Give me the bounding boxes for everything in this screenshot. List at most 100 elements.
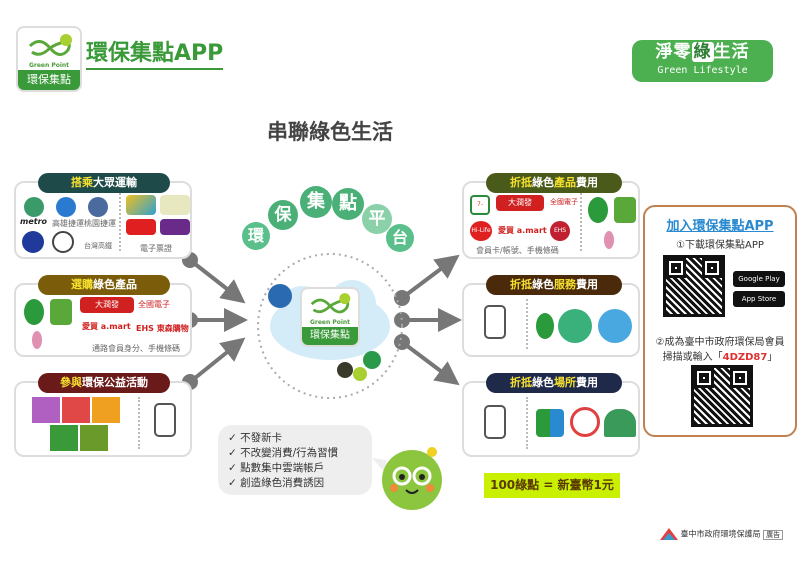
amart-logo: 愛買 a.mart [498, 226, 547, 235]
tra-logo [22, 231, 44, 253]
phone-scan-icon [154, 403, 176, 437]
taiwan-eco-icon [32, 331, 42, 349]
tk3c-logo: 全國電子 [138, 300, 170, 309]
panel-redeem-services: 折抵綠色服務費用 [462, 275, 640, 357]
panel-title-rest: 綠色產品 [93, 278, 137, 291]
bicycle-icon [558, 309, 592, 343]
benefit-item: ✓ 不發新卡 [228, 432, 283, 444]
panel-title-c: 費用 [576, 278, 598, 291]
panel-title-a: 折抵 [510, 278, 532, 291]
tk3c-logo: 全國電子 [550, 198, 578, 206]
divider [526, 397, 528, 449]
tymetro-logo [88, 197, 108, 217]
badge-subtitle: Green Lifestyle [657, 65, 748, 76]
logo-english: Green Point [309, 319, 351, 326]
step2-suffix: 」 [767, 352, 778, 363]
arrow-left-1 [188, 258, 246, 304]
panel-title-highlight: 搭乘 [71, 176, 93, 189]
panel-redeem-products: 折抵綠色產品費用 7-ELEVEn 大潤發 全國電子 Hi-Life 愛買 a.… [462, 173, 640, 259]
panel-title-c: 費用 [576, 176, 598, 189]
panel-title-b: 綠色 [532, 278, 554, 291]
arrow-dot [394, 290, 410, 306]
divider [580, 193, 582, 251]
rt-mart-logo: 大潤發 [80, 297, 134, 313]
green-mark-icon [24, 299, 44, 325]
seven-eleven-logo: 7-ELEVEn [470, 195, 490, 215]
panel-title-a: 折抵 [510, 376, 532, 389]
panel-title: 折抵綠色產品費用 [486, 173, 622, 193]
panel-title: 折抵綠色服務費用 [486, 275, 622, 295]
green-lifestyle-badge: 淨零綠生活 Green Lifestyle [632, 40, 773, 82]
arrow-left-3 [188, 337, 246, 384]
ad-tag: 廣告 [763, 529, 784, 540]
badge-text-c: 生活 [713, 42, 750, 62]
ehs-logo: EHS 東森購物 [136, 324, 189, 333]
panel-title-c: 費用 [576, 376, 598, 389]
green-mark-icon [588, 197, 608, 223]
app-store-button[interactable]: App Store [733, 291, 785, 307]
benefit-item: ✓ 創造綠色消費誘因 [228, 477, 325, 489]
mini-logo-icon [337, 362, 353, 378]
step2-text: ②成為臺中市政府環保局會員 [655, 337, 785, 348]
panel-title-highlight: 服務 [554, 278, 576, 291]
panel-title-highlight: 選購 [71, 278, 93, 291]
building-icon [598, 309, 632, 343]
mini-logo-icon [363, 351, 381, 369]
download-qr-code[interactable] [663, 255, 725, 317]
activity-tile [32, 397, 60, 423]
logo-english: Green Point [28, 62, 70, 69]
infinity-leaf-icon [28, 34, 72, 56]
panel-eco-activities: 參與環保公益活動 [14, 373, 192, 457]
taiwan-eco-icon [604, 231, 614, 249]
happycash-icon [160, 219, 190, 235]
venue-logo-icon [536, 409, 564, 437]
google-play-button[interactable]: Google Play [733, 271, 785, 287]
panel-title: 折抵綠色場所費用 [486, 373, 622, 393]
panel-title-rest: 環保公益活動 [82, 376, 148, 389]
divider [526, 299, 528, 349]
phone-scan-icon [484, 405, 506, 439]
member-qr-code[interactable] [691, 365, 753, 427]
benefit-item: ✓ 點數集中雲端帳戶 [228, 462, 325, 474]
metro-logo [24, 197, 44, 217]
exchange-rate-label: 100綠點 = 新臺幣1元 [484, 473, 620, 498]
panel-title-b: 綠色 [532, 176, 554, 189]
ipass-icon [160, 195, 190, 215]
step1-text: ①下載環保集點APP [676, 240, 764, 251]
panel-green-products: 選購綠色產品 大潤發 全國電子 愛買 a.mart EHS 東森購物 通路會員身… [14, 275, 192, 357]
activity-tile [50, 425, 78, 451]
amart-logo: 愛買 a.mart [82, 322, 131, 331]
join-title[interactable]: 加入環保集點APP [666, 219, 774, 234]
green-point-logo: Green Point 環保集點 [16, 26, 82, 92]
tymetro-label: 桃園捷運 [84, 219, 116, 228]
app-title: 環保集點APP [86, 40, 224, 70]
benefits-bubble: ✓ 不發新卡 ✓ 不改變消費/行為習慣 ✓ 點數集中雲端帳戶 ✓ 創造綠色消費誘… [218, 425, 372, 495]
panel-title-b: 綠色 [532, 376, 554, 389]
page-heading: 串聯綠色生活 [267, 120, 393, 144]
epb-logo-icon [660, 528, 678, 540]
rt-mart-logo: 大潤發 [496, 195, 544, 211]
badge-text-b: 綠 [691, 42, 714, 62]
panel-title-highlight: 參與 [60, 376, 82, 389]
easycard-icon [126, 195, 156, 215]
badge-text-a: 淨零 [655, 42, 692, 62]
divider [138, 397, 140, 449]
panel-title-highlight: 產品 [554, 176, 576, 189]
ferris-wheel-icon [570, 407, 600, 437]
platform-char: 台 [386, 224, 414, 252]
green-mark-icon [536, 313, 554, 339]
arrow-right-1 [400, 254, 460, 300]
ehs-logo: EHS [550, 221, 570, 241]
platform-char: 集 [300, 186, 332, 218]
panel-title-highlight: 場所 [554, 376, 576, 389]
bus-icon [52, 231, 74, 253]
mini-logo-icon [353, 367, 367, 381]
platform-char: 點 [332, 188, 364, 220]
panel-title: 選購綠色產品 [38, 275, 170, 295]
dashed-ring [257, 253, 403, 399]
platform-char: 環 [242, 222, 270, 250]
caption: 會員卡/帳號、手機條碼 [476, 246, 559, 255]
benefit-item: ✓ 不改變消費/行為習慣 [228, 447, 339, 459]
epa-logo-icon [268, 284, 292, 308]
step2-code-line: 掃描或輸入「4DZD87」 [645, 348, 795, 363]
